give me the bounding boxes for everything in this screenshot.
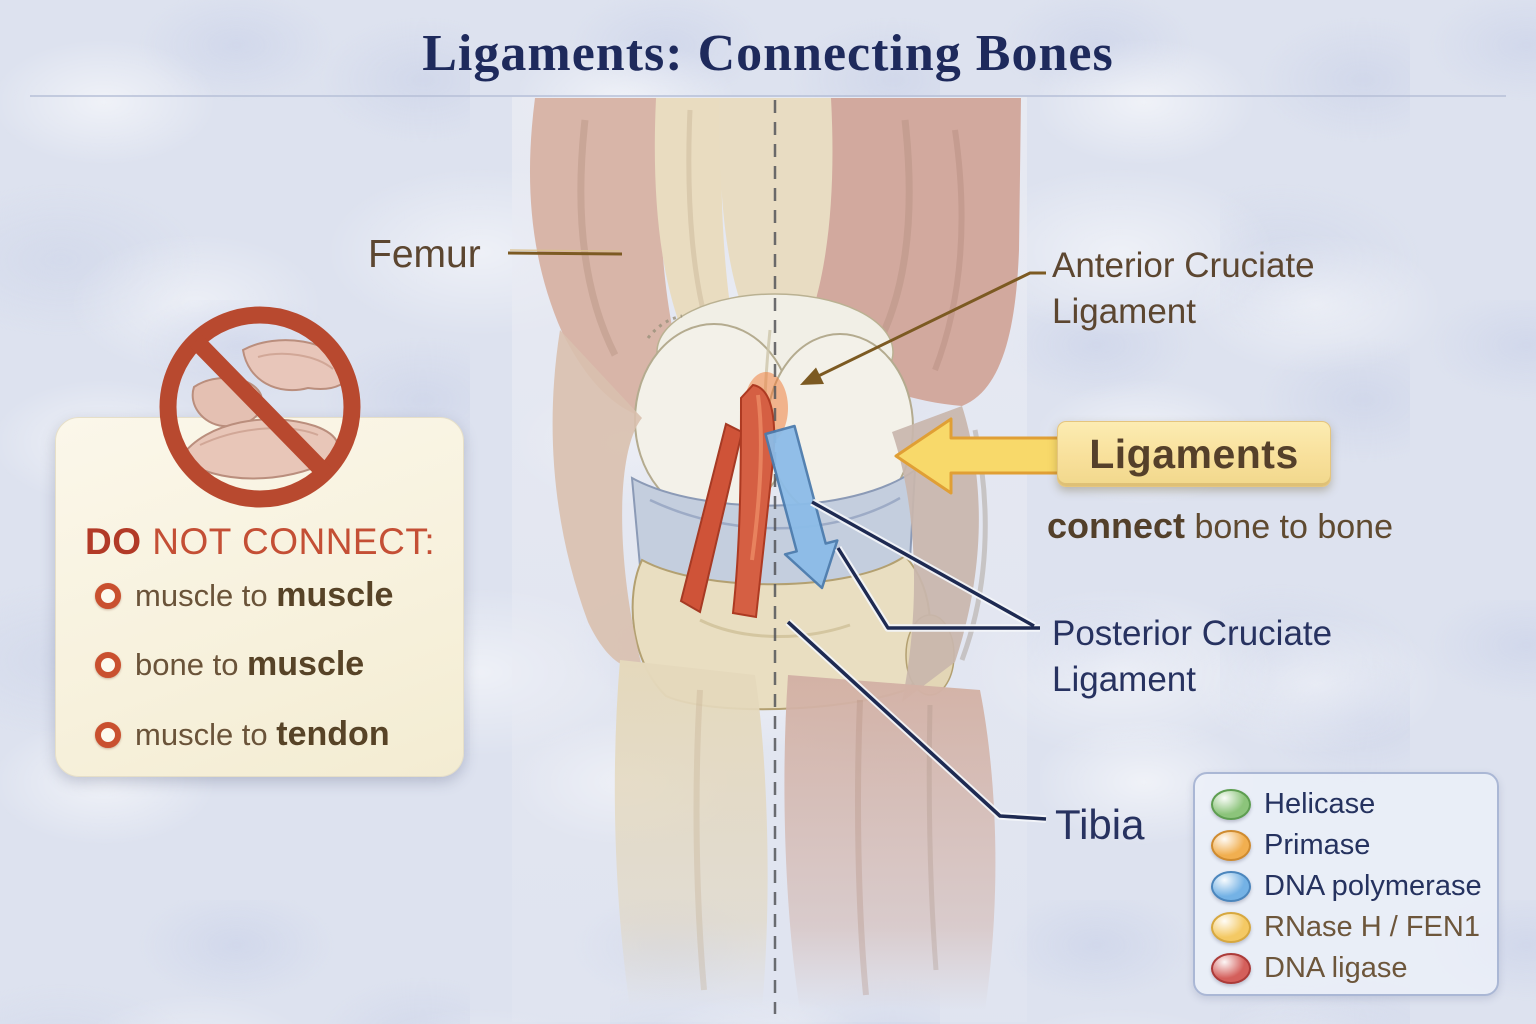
dnc-item-text: bone to muscle	[135, 645, 364, 684]
do-not-connect-heading-rest: NOT CONNECT:	[141, 521, 436, 562]
bullet-ring-icon	[95, 582, 121, 609]
pcl-label-line1: Posterior Cruciate	[1052, 614, 1333, 653]
connect-subtitle-rest: bone to bone	[1185, 508, 1393, 546]
legend-row-dna-polymerase: DNA polymerase	[1211, 866, 1497, 907]
enzyme-legend: Helicase Primase DNA polymerase RNase H …	[1193, 772, 1499, 996]
femur-label: Femur	[368, 233, 481, 276]
tibia-leader-line	[785, 619, 1047, 823]
legend-row-helicase: Helicase	[1211, 784, 1497, 825]
muscle-tissue-art	[179, 339, 350, 480]
no-symbol-slash	[189, 335, 333, 480]
legend-row-rnase-fen1: RNase H / FEN1	[1211, 907, 1497, 948]
tibia-label: Tibia	[1055, 801, 1145, 848]
dnc-item-bold: tendon	[276, 715, 390, 753]
do-not-connect-heading: DO NOT CONNECT:	[85, 521, 435, 563]
dna-ligase-swatch-icon	[1211, 953, 1251, 984]
dnc-item-text: muscle to muscle	[135, 576, 393, 615]
helicase-swatch-icon	[1211, 789, 1251, 820]
bullet-ring-icon	[95, 651, 121, 678]
ligaments-callout-box: Ligaments	[1057, 421, 1331, 487]
page-title: Ligaments: Connecting Bones	[422, 25, 1114, 82]
legend-label: Primase	[1264, 829, 1371, 861]
bullet-ring-icon	[95, 721, 121, 748]
dnc-item-bold: muscle	[247, 645, 365, 683]
acl-label: Anterior Cruciate Ligament	[1052, 243, 1315, 334]
legend-label: DNA ligase	[1264, 952, 1408, 984]
acl-label-line2: Ligament	[1052, 291, 1196, 331]
pcl-blue-arrow	[764, 424, 839, 590]
no-symbol-circle	[159, 306, 361, 508]
pcl-leader-lines	[810, 498, 1040, 632]
legend-label: Helicase	[1264, 788, 1376, 820]
femur-leader-line	[507, 249, 623, 256]
legend-row-primase: Primase	[1211, 825, 1497, 866]
dnc-item-prefix: muscle to	[135, 717, 277, 752]
dnc-item-text: muscle to tendon	[135, 715, 390, 754]
pcl-label-line2: Ligament	[1052, 659, 1196, 699]
dnc-item-prefix: muscle to	[135, 578, 277, 613]
dnc-item-prefix: bone to	[135, 647, 248, 682]
do-not-connect-heading-bold: DO	[85, 521, 142, 562]
do-not-connect-card	[55, 417, 464, 777]
pcl-label: Posterior Cruciate Ligament	[1052, 611, 1332, 702]
acl-label-line1: Anterior Cruciate	[1052, 246, 1315, 285]
connect-subtitle-bold: connect	[1047, 505, 1186, 546]
dnc-item-muscle-to-tendon: muscle to tendon	[95, 715, 390, 754]
acl-ligament-red	[679, 372, 788, 619]
legend-label: DNA polymerase	[1264, 870, 1482, 902]
dnc-item-muscle-to-muscle: muscle to muscle	[95, 576, 393, 615]
rnase-fen1-swatch-icon	[1211, 912, 1251, 943]
primase-swatch-icon	[1211, 830, 1251, 861]
legend-row-dna-ligase: DNA ligase	[1211, 948, 1497, 989]
acl-pointer-arrow	[800, 271, 1046, 385]
dnc-item-bone-to-muscle: bone to muscle	[95, 645, 364, 684]
connect-subtitle: connect bone to bone	[1008, 505, 1432, 547]
dna-polymerase-swatch-icon	[1211, 871, 1251, 902]
no-symbol-icon	[159, 306, 361, 508]
ligaments-callout-title: Ligaments	[1089, 430, 1299, 477]
legend-label: RNase H / FEN1	[1264, 911, 1480, 943]
dnc-item-bold: muscle	[276, 576, 394, 614]
